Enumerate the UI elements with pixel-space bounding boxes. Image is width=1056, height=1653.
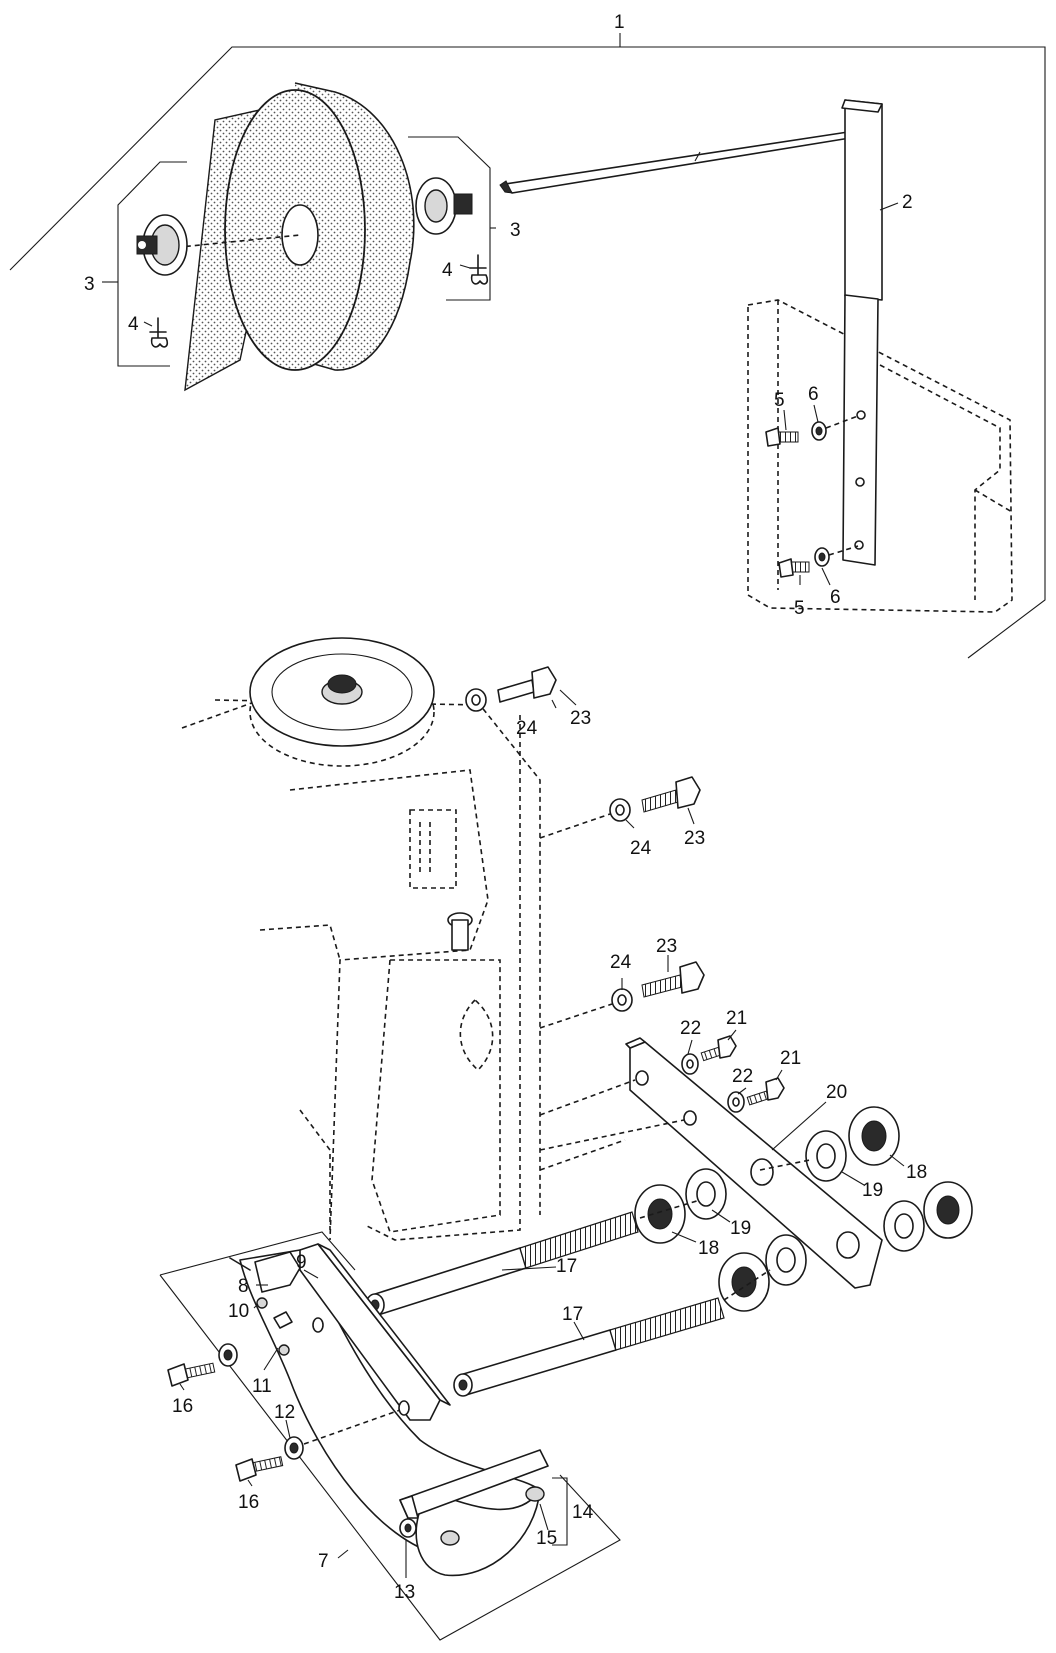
- label-6-lower: 6: [830, 587, 841, 608]
- label-8: 8: [238, 1276, 249, 1297]
- screw-10: [256, 1297, 268, 1309]
- label-21-upper: 21: [726, 1008, 747, 1029]
- drum-flange-right: [408, 136, 491, 301]
- label-9: 9: [296, 1252, 307, 1273]
- drum-hub: [281, 204, 319, 266]
- drum-flange-left: [117, 161, 188, 367]
- label-14: 14: [572, 1502, 594, 1523]
- washer-24-a: [465, 688, 487, 712]
- rest-fence: [399, 1449, 549, 1538]
- washer-upper: [811, 415, 859, 441]
- label-13: 13: [394, 1582, 415, 1603]
- wing-screw-right: [469, 254, 489, 285]
- stud-rod-upper: [365, 1211, 639, 1317]
- label-15: 15: [536, 1528, 557, 1549]
- label-3-right: 3: [510, 220, 521, 241]
- nut-18-upper-right: [848, 1106, 900, 1166]
- bolt-16-upper: [167, 1343, 238, 1387]
- rest-bracket: [299, 1243, 451, 1421]
- rest-assembly-boundary: [159, 1231, 621, 1641]
- axle-rod: [499, 131, 851, 194]
- label-5-lower: 5: [794, 598, 805, 619]
- support-bar-upper: [841, 99, 883, 301]
- nut-18-far-right: [923, 1181, 973, 1239]
- label-22-upper: 22: [680, 1018, 701, 1039]
- bolt-21-b: [746, 1077, 785, 1106]
- wing-nut-15: [440, 1486, 545, 1546]
- screw-11: [273, 1311, 293, 1356]
- label-24-bottom: 24: [610, 952, 632, 973]
- label-3-left: 3: [84, 274, 95, 295]
- support-bar-lower: [842, 294, 879, 566]
- bolt-23-b: [641, 776, 701, 813]
- leader-lines: [102, 202, 905, 1578]
- label-19-middle: 19: [730, 1218, 751, 1239]
- label-17-upper: 17: [556, 1256, 577, 1277]
- washer-22-a: [681, 1053, 699, 1075]
- washer-22-b: [727, 1091, 745, 1113]
- label-18-middle: 18: [698, 1238, 719, 1259]
- label-18-right: 18: [906, 1162, 927, 1183]
- label-16-lower: 16: [238, 1492, 259, 1513]
- bolt-lower: [778, 558, 810, 578]
- sanding-drum: [149, 82, 415, 392]
- label-16-upper: 16: [172, 1396, 193, 1417]
- label-23-top: 23: [570, 708, 591, 729]
- label-2: 2: [902, 192, 913, 213]
- washer-19-far-right: [883, 1200, 925, 1252]
- label-11: 11: [252, 1376, 272, 1397]
- label-4-right: 4: [442, 260, 453, 281]
- washer-19-upper-right: [805, 1130, 847, 1182]
- label-20: 20: [826, 1082, 847, 1103]
- label-5-upper: 5: [774, 390, 785, 411]
- bolt-21-a: [700, 1035, 737, 1062]
- label-19-right: 19: [862, 1180, 883, 1201]
- machine-column: [181, 699, 541, 1241]
- label-17-lower: 17: [562, 1304, 583, 1325]
- part-labels: 1 2 3 3 4 4 5 6 5 6 7 8 9 10 11 12 13 14…: [84, 12, 927, 1603]
- nut-18-middle: [634, 1184, 686, 1244]
- bolt-23-a: [497, 666, 557, 703]
- kit-boundary: [9, 33, 1046, 659]
- label-24-middle: 24: [630, 838, 652, 859]
- label-22-lower: 22: [732, 1066, 753, 1087]
- stud-rod-lower: [453, 1297, 725, 1397]
- bolt-upper: [765, 427, 799, 447]
- label-6-upper: 6: [808, 384, 819, 405]
- label-1: 1: [614, 12, 625, 33]
- label-24-top: 24: [516, 718, 538, 739]
- wing-screw-left: [149, 317, 169, 348]
- nut-18-lower: [718, 1252, 770, 1312]
- bolt-16-lower: [235, 1409, 401, 1482]
- washer-lower: [814, 545, 859, 567]
- motor-pulley: [249, 637, 435, 767]
- washer-19-lower: [765, 1234, 807, 1286]
- washer-24-c: [539, 988, 633, 1029]
- column-knob: [447, 912, 473, 951]
- label-12: 12: [274, 1402, 295, 1423]
- label-23-bottom: 23: [656, 936, 677, 957]
- bracket-plate: [539, 1037, 883, 1289]
- label-21-lower: 21: [780, 1048, 801, 1069]
- washer-19-middle: [685, 1168, 727, 1220]
- label-10: 10: [228, 1301, 249, 1322]
- label-7: 7: [318, 1551, 329, 1572]
- clamp-plate-8: [229, 1251, 301, 1293]
- bolt-23-c: [641, 961, 705, 998]
- washer-24-b: [539, 798, 631, 839]
- label-23-middle: 23: [684, 828, 705, 849]
- label-4-left: 4: [128, 314, 139, 335]
